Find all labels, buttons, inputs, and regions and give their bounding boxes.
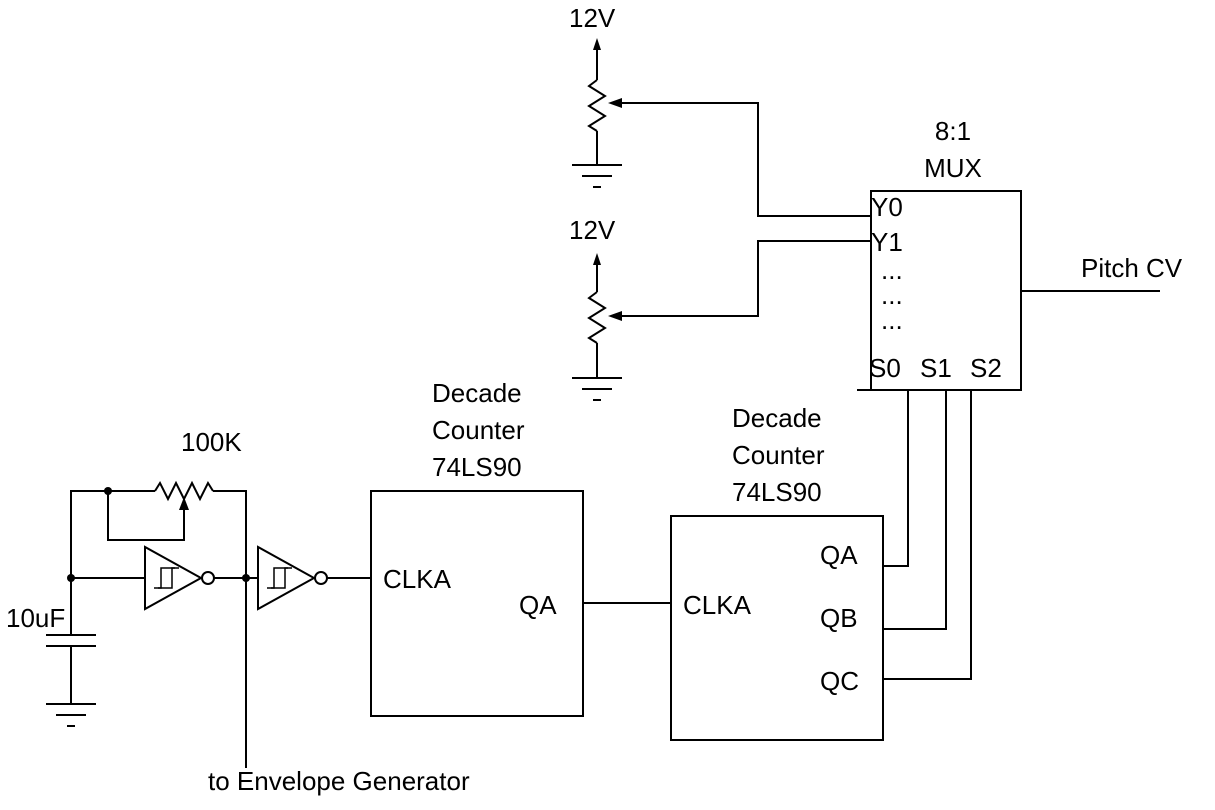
envelope-generator-label: to Envelope Generator: [208, 766, 470, 796]
capacitor-10uf-label: 10uF: [6, 603, 65, 633]
decade-counter-2: Decade Counter 74LS90 CLKA QA QB QC: [670, 403, 884, 741]
potentiometer-2: 12V: [569, 215, 622, 401]
pot2-wiper-arrow: [608, 311, 622, 321]
resistor-wiper-arrow: [179, 497, 189, 510]
counter2-pin-qa: QA: [820, 540, 858, 570]
pot2-supply-label: 12V: [569, 215, 616, 245]
counter2-title-line2: Counter: [732, 440, 825, 470]
pot2-ground-icon: [572, 377, 622, 401]
schmitt-inverter-2: [257, 545, 328, 611]
mux-title-line2: MUX: [924, 153, 982, 183]
capacitor-ground-icon: [46, 703, 96, 727]
mux-pin-ellipsis-3: ...: [881, 305, 903, 335]
mux-pin-s2: S2: [970, 353, 1002, 383]
resistor-100k: [154, 480, 214, 502]
counter1-title-line2: Counter: [432, 415, 525, 445]
pot2-supply-arrow: [593, 253, 601, 265]
counter1-title-line3: 74LS90: [432, 452, 522, 482]
mux-title-line1: 8:1: [935, 116, 971, 146]
mux-block: 8:1 MUX Y0 Y1 ... ... ... S0 S1 S2: [857, 116, 1022, 391]
counter1-body: [370, 490, 584, 717]
counter2-title-line3: 74LS90: [732, 477, 822, 507]
pitch-cv-label: Pitch CV: [1081, 253, 1183, 283]
pot2-resistor: [587, 291, 607, 344]
counter1-pin-clka: CLKA: [383, 564, 452, 594]
mux-pin-y1: Y1: [871, 227, 903, 257]
mux-pin-ellipsis-1: ...: [881, 255, 903, 285]
wire-y0-wiper1: [622, 102, 871, 217]
mux-body: [870, 190, 1022, 391]
pot1-supply-arrow: [593, 38, 601, 50]
pot1-supply-label: 12V: [569, 3, 616, 33]
junction-dot: [104, 487, 112, 495]
decade-counter-1: Decade Counter 74LS90 CLKA QA: [370, 378, 584, 717]
mux-pin-y0: Y0: [871, 192, 903, 222]
wire-qc-to-s2: [883, 390, 972, 680]
mux-pin-ellipsis-2: ...: [881, 280, 903, 310]
mux-pin-s0: S0: [869, 353, 901, 383]
oscillator: 100K to Envelope Generator: [6, 427, 470, 796]
counter2-pin-qc: QC: [820, 666, 859, 696]
counter1-pin-qa: QA: [519, 590, 557, 620]
mux-pin-s1: S1: [920, 353, 952, 383]
counter2-pin-qb: QB: [820, 603, 858, 633]
schmitt-inverter-1: [144, 545, 215, 611]
capacitor-10uf: [46, 634, 96, 647]
pot1-resistor: [587, 79, 607, 132]
wire-qb-to-s1: [883, 390, 947, 630]
pot1-wiper-arrow: [608, 98, 622, 108]
counter2-pin-clka: CLKA: [683, 590, 752, 620]
pot1-ground-icon: [572, 164, 622, 188]
potentiometer-1: 12V: [569, 3, 622, 188]
resistor-100k-label: 100K: [181, 427, 242, 457]
wire-y1-wiper2: [622, 240, 871, 317]
counter2-title-line1: Decade: [732, 403, 822, 433]
counter1-title-line1: Decade: [432, 378, 522, 408]
wire-qa-to-s0: [883, 390, 909, 567]
